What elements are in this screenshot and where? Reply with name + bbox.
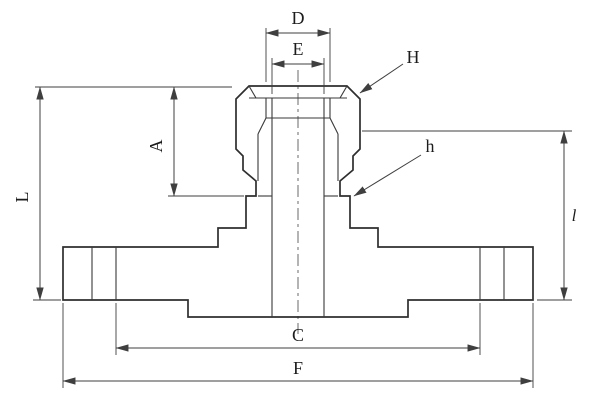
- dim-label-l: l: [572, 206, 577, 225]
- dimension-F: F: [62, 303, 534, 388]
- dimension-C: C: [115, 303, 481, 355]
- dim-label-C: C: [292, 325, 304, 345]
- dim-label-F: F: [293, 358, 303, 378]
- dimension-L: L: [12, 86, 61, 301]
- part-outline: [62, 85, 534, 318]
- leader-H: H: [359, 47, 420, 94]
- dimension-A: A: [35, 86, 244, 197]
- dimension-D: D: [265, 8, 331, 82]
- dim-label-A: A: [146, 140, 166, 153]
- dim-label-h: h: [426, 136, 435, 156]
- dim-label-H: H: [407, 47, 420, 67]
- dim-label-L: L: [12, 192, 32, 203]
- dimension-E: E: [271, 39, 325, 94]
- dimension-l: l: [362, 130, 577, 301]
- dim-label-E: E: [293, 39, 304, 59]
- dim-label-D: D: [292, 8, 305, 28]
- flange-bolt-hole-lines: [91, 247, 505, 300]
- internal-bore-lines: [248, 85, 348, 317]
- leader-h: h: [353, 136, 435, 197]
